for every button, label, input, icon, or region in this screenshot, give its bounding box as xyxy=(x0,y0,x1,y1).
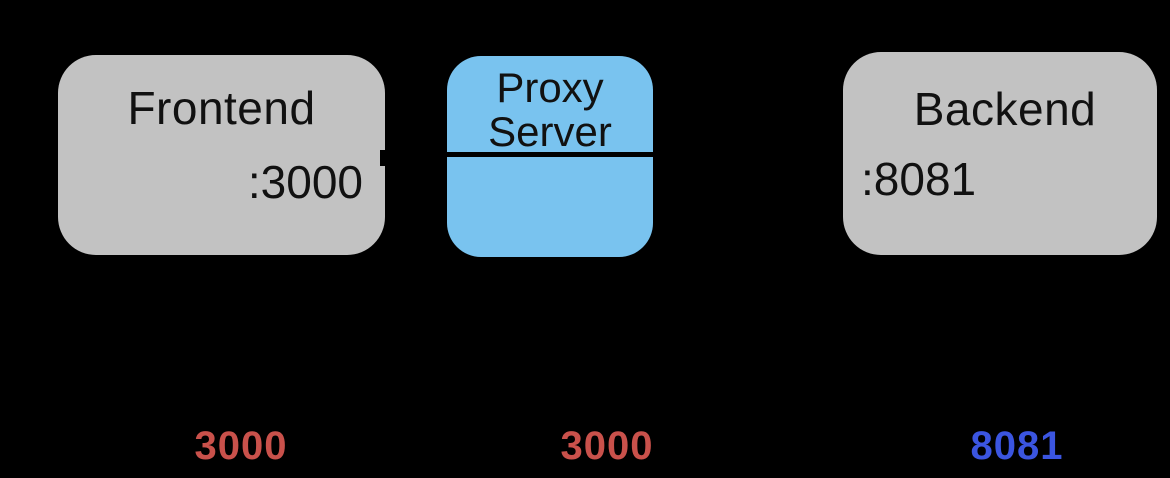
port-label-backend: 8081 xyxy=(970,424,1064,468)
proxy-title-line1: Proxy xyxy=(496,64,604,111)
proxy-divider-line xyxy=(447,152,653,157)
proxy-title-line2: Server xyxy=(488,108,612,155)
frontend-title: Frontend xyxy=(127,82,316,134)
port-label-frontend: 3000 xyxy=(194,424,288,468)
frontend-node: Frontend :3000 xyxy=(58,55,386,255)
proxy-server-node: Proxy Server xyxy=(447,56,653,257)
frontend-port: :3000 xyxy=(247,156,363,208)
backend-node: Backend :8081 xyxy=(843,52,1157,255)
backend-title: Backend xyxy=(913,83,1097,135)
port-label-proxy: 3000 xyxy=(560,424,654,468)
arrowhead-tip xyxy=(380,150,386,166)
proxy-server-title: Proxy Server xyxy=(447,66,653,154)
backend-port: :8081 xyxy=(861,153,977,205)
